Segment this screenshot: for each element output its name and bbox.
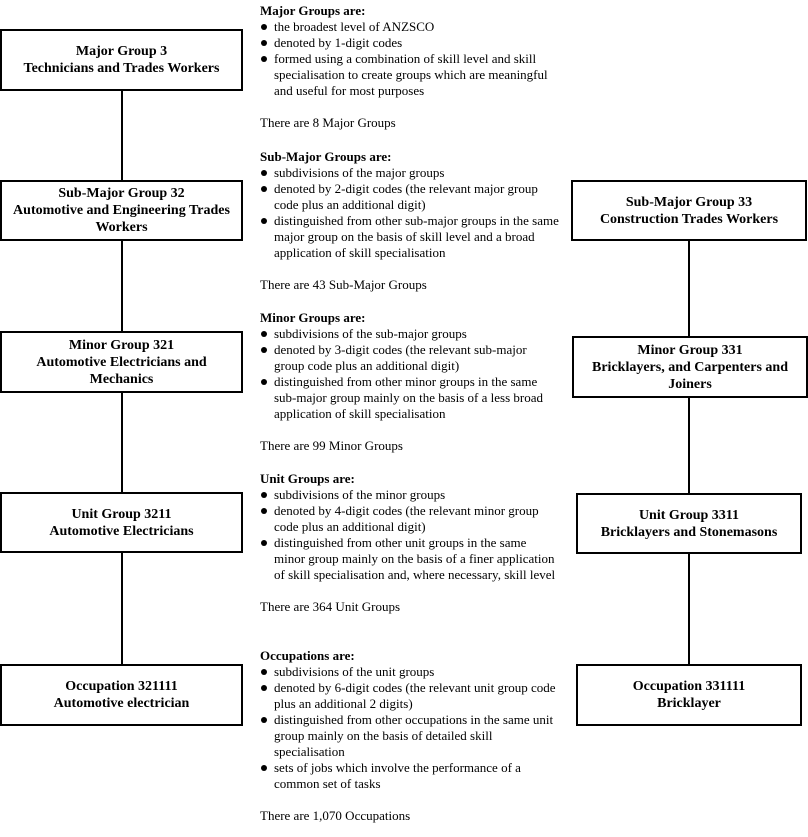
- sub-major-groups-heading: Sub-Major Groups are:: [260, 149, 392, 164]
- minor-group-321-title-line1: Automotive Electricians and: [36, 354, 207, 370]
- unit-group-3211-box: Unit Group 3211 Automotive Electricians: [0, 492, 243, 553]
- occupations-bullet-list: subdivisions of the unit groups denoted …: [260, 664, 560, 792]
- connector-unit-3311-to-occupation-331111: [688, 553, 690, 664]
- connector-submajor-33-to-minor-331: [688, 240, 690, 336]
- occupations-description: Occupations are: subdivisions of the uni…: [260, 648, 560, 837]
- connector-major-to-submajor-32: [121, 90, 123, 180]
- bullet-item: denoted by 1-digit codes: [260, 35, 560, 51]
- sub-major-group-32-title-line2: Workers: [95, 220, 148, 235]
- minor-group-331-code: Minor Group 331: [637, 342, 743, 358]
- major-group-3-code: Major Group 3: [75, 44, 168, 59]
- sub-major-groups-count: There are 43 Sub-Major Groups: [260, 277, 427, 292]
- minor-groups-description: Minor Groups are: subdivisions of the su…: [260, 310, 560, 467]
- bullet-item: denoted by 2-digit codes (the relevant m…: [260, 181, 560, 213]
- sub-major-group-33-title: Construction Trades Workers: [599, 211, 779, 227]
- occupations-count: There are 1,070 Occupations: [260, 808, 411, 823]
- minor-group-331-box: Minor Group 331 Bricklayers, and Carpent…: [572, 336, 808, 398]
- unit-group-3311-box: Unit Group 3311 Bricklayers and Stonemas…: [576, 493, 802, 554]
- bullet-item: the broadest level of ANZSCO: [260, 19, 560, 35]
- occupation-331111-title: Bricklayer: [657, 696, 721, 711]
- sub-major-group-32-title-line1: Automotive and Engineering Trades: [13, 203, 230, 218]
- sub-major-group-33-code: Sub-Major Group 33: [625, 194, 753, 210]
- bullet-item: sets of jobs which involve the performan…: [260, 760, 560, 792]
- major-groups-description: Major Groups are: the broadest level of …: [260, 3, 560, 144]
- unit-group-3211-title: Automotive Electricians: [49, 523, 194, 539]
- bullet-item: denoted by 6-digit codes (the relevant u…: [260, 680, 560, 712]
- bullet-item: distinguished from other minor groups in…: [260, 374, 560, 422]
- occupation-331111-box: Occupation 331111 Bricklayer: [576, 664, 802, 726]
- unit-groups-heading: Unit Groups are:: [260, 471, 355, 486]
- connector-submajor-32-to-minor-321: [121, 240, 123, 332]
- bullet-item: distinguished from other unit groups in …: [260, 535, 560, 583]
- sub-major-group-32-code: Sub-Major Group 32: [58, 186, 185, 201]
- occupation-321111-box: Occupation 321111 Automotive electrician: [0, 664, 243, 726]
- bullet-item: subdivisions of the minor groups: [260, 487, 560, 503]
- major-groups-heading: Major Groups are:: [260, 3, 366, 18]
- minor-group-321-box: Minor Group 321 Automotive Electricians …: [0, 331, 243, 393]
- connector-minor-321-to-unit-3211: [121, 392, 123, 492]
- bullet-item: subdivisions of the unit groups: [260, 664, 560, 680]
- bullet-item: formed using a combination of skill leve…: [260, 51, 560, 99]
- connector-minor-331-to-unit-3311: [688, 397, 690, 493]
- unit-group-3311-code: Unit Group 3311: [638, 507, 740, 523]
- minor-group-331-title-line2: Joiners: [668, 376, 712, 392]
- sub-major-groups-description: Sub-Major Groups are: subdivisions of th…: [260, 149, 560, 306]
- bullet-item: distinguished from other sub-major group…: [260, 213, 560, 261]
- minor-groups-count: There are 99 Minor Groups: [260, 438, 403, 453]
- sub-major-group-32-box: Sub-Major Group 32 Automotive and Engine…: [0, 180, 243, 241]
- unit-groups-bullet-list: subdivisions of the minor groups denoted…: [260, 487, 560, 583]
- occupation-321111-code: Occupation 321111: [65, 679, 178, 694]
- connector-unit-3211-to-occupation-321111: [121, 552, 123, 664]
- minor-group-321-title-line2: Mechanics: [89, 371, 154, 387]
- sub-major-groups-bullet-list: subdivisions of the major groups denoted…: [260, 165, 560, 261]
- minor-group-331-title-line1: Bricklayers, and Carpenters and: [592, 359, 788, 375]
- unit-group-3311-title: Bricklayers and Stonemasons: [600, 524, 778, 540]
- major-group-3-box: Major Group 3 Technicians and Trades Wor…: [0, 29, 243, 91]
- major-group-3-title: Technicians and Trades Workers: [23, 61, 220, 76]
- unit-groups-count: There are 364 Unit Groups: [260, 599, 401, 614]
- minor-groups-heading: Minor Groups are:: [260, 310, 366, 325]
- occupation-321111-title: Automotive electrician: [53, 696, 190, 711]
- minor-groups-bullet-list: subdivisions of the sub-major groups den…: [260, 326, 560, 422]
- bullet-item: denoted by 3-digit codes (the relevant s…: [260, 342, 560, 374]
- major-groups-count: There are 8 Major Groups: [260, 115, 396, 130]
- bullet-item: distinguished from other occupations in …: [260, 712, 560, 760]
- sub-major-group-33-box: Sub-Major Group 33 Construction Trades W…: [571, 180, 807, 241]
- unit-group-3211-code: Unit Group 3211: [71, 506, 172, 522]
- occupation-331111-code: Occupation 331111: [632, 679, 746, 694]
- occupations-heading: Occupations are:: [260, 648, 355, 663]
- bullet-item: denoted by 4-digit codes (the relevant m…: [260, 503, 560, 535]
- unit-groups-description: Unit Groups are: subdivisions of the min…: [260, 471, 560, 628]
- bullet-item: subdivisions of the sub-major groups: [260, 326, 560, 342]
- minor-group-321-code: Minor Group 321: [68, 337, 175, 353]
- major-groups-bullet-list: the broadest level of ANZSCO denoted by …: [260, 19, 560, 99]
- bullet-item: subdivisions of the major groups: [260, 165, 560, 181]
